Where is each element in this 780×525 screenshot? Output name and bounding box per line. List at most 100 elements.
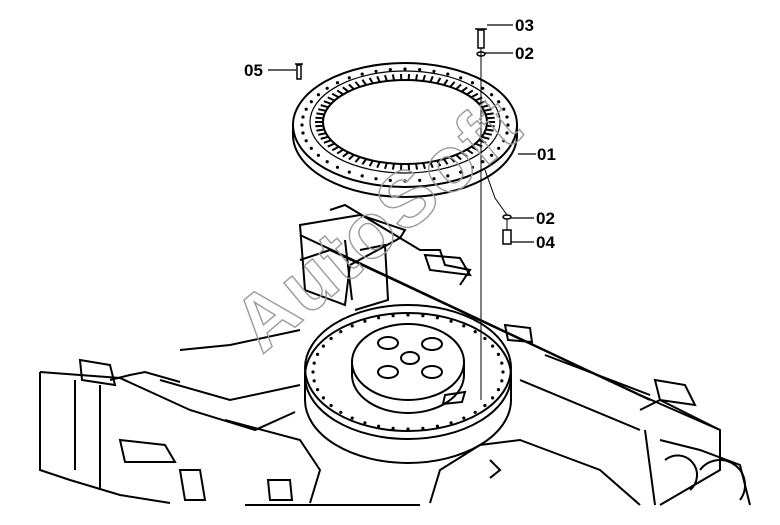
gear-tooth	[449, 81, 456, 88]
gear-tooth	[354, 81, 361, 88]
bolt-hole	[325, 86, 329, 90]
bolt-hole	[329, 336, 333, 341]
bolt-hole	[481, 86, 485, 90]
bolt-hole	[470, 165, 475, 169]
bolt-hole	[377, 316, 381, 320]
bolt-hole	[391, 314, 395, 318]
gear-tooth	[336, 89, 344, 96]
gear-tooth	[470, 92, 479, 99]
bolt-hole	[391, 426, 395, 430]
callout-03: 03	[515, 16, 534, 35]
callout-05: 05	[244, 61, 263, 80]
bolt-hole	[473, 410, 477, 414]
bolt-hole	[501, 370, 505, 374]
bolt-hole	[301, 131, 305, 135]
gear-tooth	[478, 139, 487, 144]
bolt-hole	[432, 69, 436, 73]
bolt-hole	[403, 179, 407, 183]
gear-tooth	[317, 132, 327, 136]
lower-turntable	[304, 304, 512, 464]
gear-tooth	[486, 124, 495, 128]
bolt-hole	[363, 421, 367, 425]
gear-tooth	[466, 89, 474, 96]
bolt-hole	[421, 426, 425, 430]
washer-02-lower	[502, 214, 512, 220]
bolt-hole	[329, 403, 333, 408]
bolt-hole	[388, 178, 392, 182]
gear-tooth	[478, 100, 487, 105]
gear-tooth	[361, 79, 367, 86]
gear-tooth	[316, 128, 325, 132]
slewing-ring-gear-teeth	[315, 73, 495, 171]
bolt-hole	[462, 416, 466, 420]
gear-tooth	[485, 112, 494, 116]
gear-tooth	[315, 116, 324, 120]
bolt-hole	[418, 178, 422, 182]
bolt-hole	[312, 361, 316, 365]
bolt-hole	[316, 388, 320, 392]
gear-tooth	[436, 160, 442, 167]
gear-tooth	[481, 135, 490, 140]
gear-tooth	[316, 112, 325, 116]
bolt-hole	[347, 76, 351, 80]
callout-04: 04	[536, 233, 555, 252]
bolt-hole	[506, 123, 510, 127]
gear-tooth	[455, 83, 462, 90]
bolt-hole	[350, 324, 354, 328]
bolt-hole	[481, 160, 485, 164]
bolt-hole	[312, 379, 316, 383]
bolt-hole	[406, 313, 410, 317]
gear-tooth	[327, 142, 336, 148]
gear-tooth	[342, 151, 349, 158]
gear-tooth	[315, 124, 324, 128]
bolt-hole	[388, 68, 392, 72]
bolt-hole	[446, 174, 450, 178]
bolt-hole	[435, 424, 439, 428]
gear-tooth	[422, 162, 426, 170]
bolt-hole	[403, 67, 407, 71]
gear-tooth	[331, 145, 340, 152]
bolt-hole	[335, 165, 340, 169]
bolt-hole	[304, 139, 308, 143]
gear-tooth	[376, 75, 381, 83]
gear-tooth	[336, 148, 344, 155]
gear-tooth	[323, 100, 332, 105]
bolt-hole	[360, 72, 364, 76]
bolt-hole	[309, 100, 313, 104]
gear-tooth	[368, 160, 374, 167]
bolt-hole	[316, 153, 320, 157]
bolt-hole	[421, 314, 425, 318]
bolt-hole	[304, 107, 308, 111]
gear-tooth	[391, 74, 395, 81]
bolt-hole	[490, 93, 494, 97]
bolt-hole	[309, 146, 313, 150]
callout-01: 01	[537, 145, 556, 164]
bolt-hole	[325, 160, 329, 164]
gear-tooth	[486, 116, 495, 120]
bolt-hole	[374, 69, 378, 73]
bolt-hole	[350, 416, 354, 420]
gear-tooth	[354, 156, 361, 163]
gear-tooth	[461, 86, 468, 93]
gear-tooth	[483, 132, 493, 136]
bolt-hole	[491, 396, 495, 400]
bolt-hole	[301, 115, 305, 119]
bolt-hole	[491, 344, 495, 348]
bolt-hole	[505, 131, 509, 135]
gear-tooth	[449, 156, 456, 163]
bolt-hole	[321, 344, 325, 348]
slewing-ring-bolt-holes	[300, 67, 510, 183]
gear-tooth	[415, 163, 419, 170]
bolt-hole	[316, 352, 320, 356]
gear-tooth	[443, 79, 449, 86]
gear-tooth	[483, 108, 493, 112]
bolt-hole	[446, 72, 450, 76]
bolt-hole	[300, 123, 304, 127]
gear-tooth	[391, 163, 395, 170]
gear-tooth	[443, 158, 449, 165]
lower-turntable-bolt-holes	[311, 313, 505, 431]
bolt-hole	[462, 324, 466, 328]
bolt-hole	[374, 177, 378, 181]
bolt-hole	[449, 319, 453, 323]
bolt-hole	[363, 319, 367, 323]
